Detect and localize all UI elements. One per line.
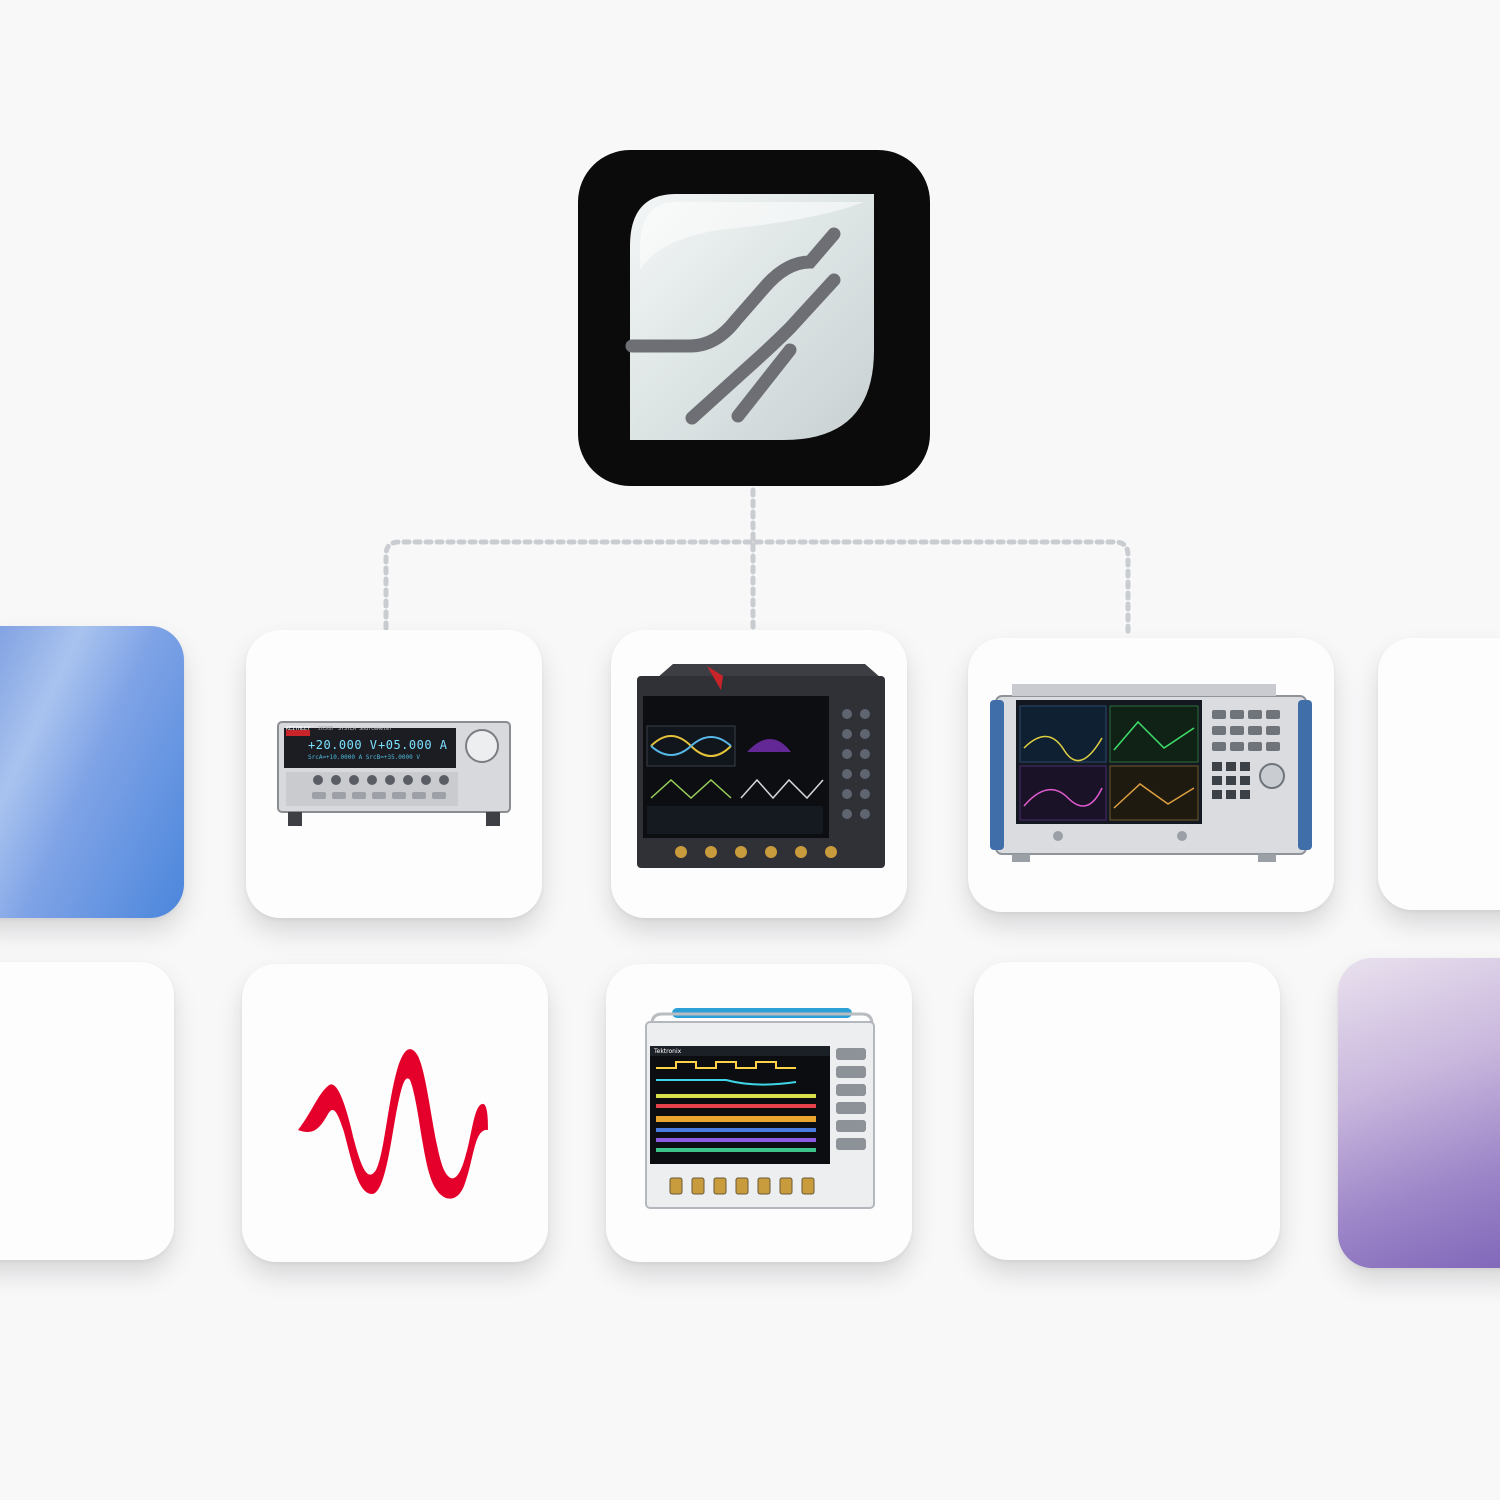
smu-brand-label: KEITHLEY	[286, 726, 311, 732]
smu-series-label: SYSTEM SourceMeter	[338, 726, 393, 732]
smu-current-reading: +05.000 A	[378, 738, 448, 752]
smu-model-label: 2636B	[318, 726, 334, 732]
decorative-purple-tile	[1338, 958, 1500, 1268]
instrument-tile-network-analyzer[interactable]	[968, 638, 1334, 912]
source-measure-unit-icon	[277, 721, 511, 826]
mixed-signal-oscilloscope-icon	[645, 1008, 875, 1209]
instrument-tile-mixed-signal-oscilloscope[interactable]: Tektronix	[606, 964, 912, 1262]
empty-tile-left-edge[interactable]	[0, 962, 174, 1260]
hub-logo-tile[interactable]	[578, 150, 930, 486]
instrument-tile-source-measure-unit[interactable]: KEITHLEY 2636B SYSTEM SourceMeter +20.00…	[246, 630, 542, 918]
smu-sub-readings: SrcA=+10.0000 A SrcB=+35.0000 V	[308, 754, 420, 761]
empty-tile[interactable]	[974, 962, 1280, 1260]
smu-button-row	[312, 775, 449, 799]
keysight-waveform-logo-icon	[298, 1049, 488, 1199]
decorative-blue-tile	[0, 626, 184, 918]
empty-tile-right-edge[interactable]	[1378, 638, 1500, 910]
vector-network-analyzer-icon	[990, 684, 1312, 862]
instrument-tile-oscilloscope[interactable]	[611, 630, 907, 918]
smu-voltage-reading: +20.000 V	[308, 738, 378, 752]
hub-logo-icon	[625, 194, 874, 440]
tektronix-brand-label: Tektronix	[654, 1048, 682, 1055]
instrument-tile-keysight[interactable]	[242, 964, 548, 1262]
high-performance-oscilloscope-icon	[637, 664, 885, 868]
